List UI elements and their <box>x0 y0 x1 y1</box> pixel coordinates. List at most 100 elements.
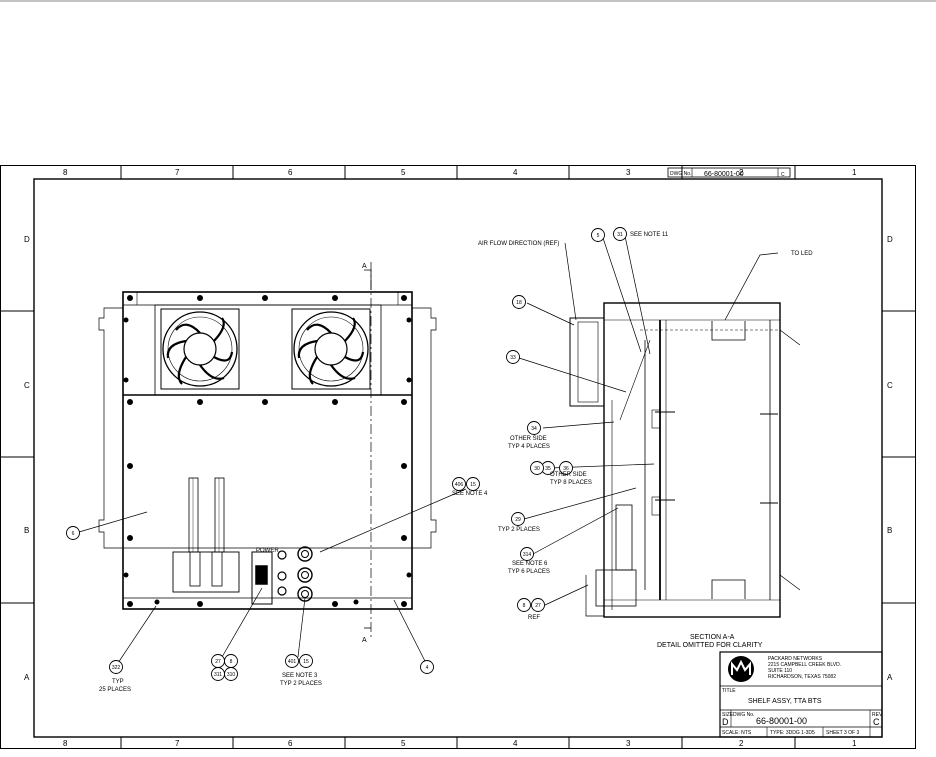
callout-balloon <box>66 526 80 540</box>
rev-value: C <box>873 717 880 727</box>
callout-balloon-label: 314 <box>523 552 532 558</box>
callout-balloon-label: 31 <box>617 232 623 238</box>
typ-4-places: TYP 4 PLACES <box>508 444 550 450</box>
zone-column-label: 2 <box>739 739 744 748</box>
zone-column-label: 2 <box>739 168 744 177</box>
callout-balloon-label: 18 <box>516 300 522 306</box>
section-view <box>569 302 801 618</box>
callout-balloon-label: 15 <box>303 659 309 665</box>
fan-right <box>291 308 371 390</box>
callout-balloon-label: 8 <box>230 659 233 665</box>
callout-balloon <box>224 667 238 681</box>
callout-balloon <box>530 461 544 475</box>
zone-row-label: D <box>887 235 893 244</box>
callout-balloon <box>420 660 434 674</box>
other-side-note-a: OTHER SIDE <box>510 436 547 442</box>
callout-balloon-label: 311 <box>214 672 222 678</box>
callout-balloon <box>613 227 627 241</box>
top-dwg-number: 66-80001-00 <box>704 171 744 178</box>
see-note-6: SEE NOTE 6 <box>512 561 548 567</box>
callout-balloon <box>527 421 541 435</box>
company-address-2: SUITE 110 <box>768 668 792 674</box>
zone-column-label: 5 <box>401 168 406 177</box>
cut-label-bottom: A <box>362 637 367 644</box>
see-note-3: SEE NOTE 3 <box>282 673 318 679</box>
callout-balloon <box>531 598 545 612</box>
zone-column-label: 3 <box>626 168 631 177</box>
company-logo <box>728 656 754 682</box>
company-address-3: RICHARDSON, TEXAS 75082 <box>768 674 836 680</box>
zone-row-label: D <box>24 235 30 244</box>
callout-balloon-label: 406 <box>455 482 464 488</box>
zone-row-label: A <box>24 673 30 682</box>
callout-balloon-label: 15 <box>470 482 476 488</box>
callout-balloon <box>591 228 605 242</box>
scale-value: SCALE: NTS <box>722 730 752 736</box>
callout-balloon-label: 27 <box>535 603 541 609</box>
callout-balloon-label: 4 <box>426 665 429 671</box>
zone-column-label: 4 <box>513 168 518 177</box>
type-value: TYPE: 3DDG 1-3D5 <box>770 730 815 736</box>
ref-note: REF <box>528 615 540 621</box>
screws <box>123 295 412 607</box>
zone-column-label: 3 <box>626 739 631 748</box>
callout-balloon <box>512 295 526 309</box>
title-label: TITLE <box>722 688 736 694</box>
callout-balloon-label: 322 <box>112 665 121 671</box>
callout-balloon-label: 33 <box>510 355 516 361</box>
callout-balloon <box>559 461 573 475</box>
top-dwg-label: DWG No. <box>670 171 691 177</box>
zone-column-label: 7 <box>175 168 180 177</box>
typ-25-places: 25 PLACES <box>99 687 131 693</box>
callout-balloon <box>109 660 123 674</box>
callout-balloon-label: 29 <box>515 517 521 523</box>
company-name: PACKARD NETWORKS <box>768 656 823 662</box>
typ-6-places: TYP 6 PLACES <box>508 569 550 575</box>
zone-column-label: 6 <box>288 168 293 177</box>
callout-balloon <box>511 512 525 526</box>
typ-note: TYP <box>112 679 124 685</box>
callout-balloon-label: 401 <box>288 659 297 665</box>
callout-balloon-label: 35 <box>545 466 551 472</box>
typ-8-places: TYP 8 PLACES <box>550 480 592 486</box>
size-value: D <box>722 717 729 727</box>
dwg-number: 66-80001-00 <box>756 716 807 726</box>
title-block <box>719 651 883 738</box>
inner-border <box>33 178 883 738</box>
callout-balloon-label: 6 <box>72 531 75 537</box>
zone-column-label: 7 <box>175 739 180 748</box>
see-note-11: SEE NOTE 11 <box>630 232 669 238</box>
leader-lines <box>78 235 779 666</box>
power-label: POWER <box>256 548 279 554</box>
dwg-label: DWG No. <box>733 712 754 718</box>
zone-row-label: C <box>24 381 30 390</box>
section-label: SECTION A-A <box>690 634 735 641</box>
typ-2-places-b: TYP 2 PLACES <box>280 681 322 687</box>
callout-balloon <box>466 477 480 491</box>
detail-note: DETAIL OMITTED FOR CLARITY <box>657 642 763 649</box>
cut-label-top: A <box>362 263 367 270</box>
zone-column-label: 4 <box>513 739 518 748</box>
callout-balloon-label: 27 <box>215 659 221 665</box>
zone-row-label: A <box>887 673 893 682</box>
callout-balloon-label: 36 <box>563 466 569 472</box>
callout-balloon-label: 5 <box>597 233 600 239</box>
callout-balloon-label: 34 <box>531 426 537 432</box>
to-led-note: TO LED <box>791 251 813 257</box>
zone-column-label: 1 <box>852 168 857 177</box>
drawing-title: SHELF ASSY, TTA BTS <box>748 698 822 705</box>
typ-2-places-a: TYP 2 PLACES <box>498 527 540 533</box>
zone-column-label: 1 <box>852 739 857 748</box>
sheet-value: SHEET 3 OF 3 <box>826 730 859 736</box>
callout-balloon <box>285 654 299 668</box>
callout-balloon-label: 8 <box>523 603 526 609</box>
airflow-note: AIR FLOW DIRECTION (REF) <box>478 241 559 247</box>
zone-row-label: C <box>887 381 893 390</box>
callout-balloon <box>517 598 531 612</box>
callout-balloon <box>506 350 520 364</box>
callout-balloon-label: 310 <box>227 672 236 678</box>
zone-column-label: 8 <box>63 739 68 748</box>
zone-row-label: B <box>24 526 29 535</box>
